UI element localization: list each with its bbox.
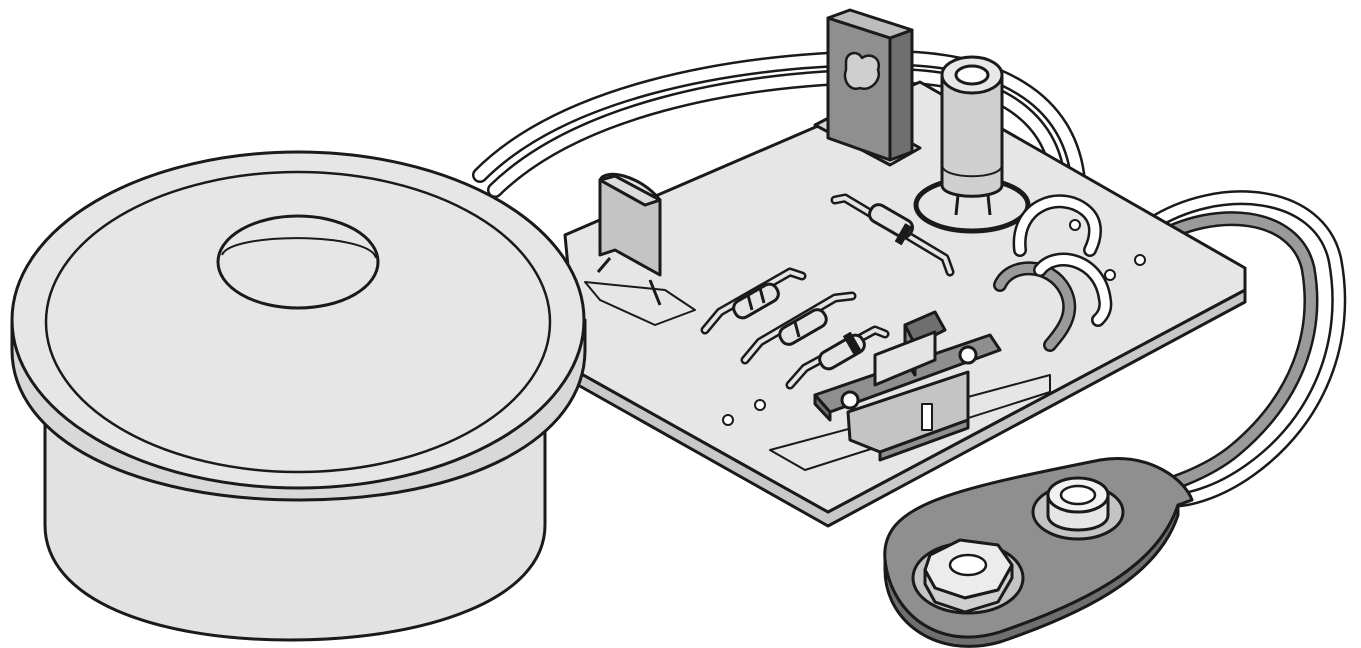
resistor xyxy=(740,291,857,365)
speaker xyxy=(10,150,587,642)
diode xyxy=(830,193,955,277)
electrolytic-capacitor xyxy=(913,55,1031,234)
circuit-board xyxy=(563,80,1247,528)
film-capacitor xyxy=(596,172,662,306)
battery-snap xyxy=(883,457,1194,648)
slide-switch xyxy=(813,310,1002,462)
transistor xyxy=(813,8,922,167)
resistor xyxy=(700,267,807,335)
battery-wires xyxy=(1142,190,1347,508)
diode xyxy=(785,325,890,390)
wire-loops xyxy=(993,194,1113,352)
